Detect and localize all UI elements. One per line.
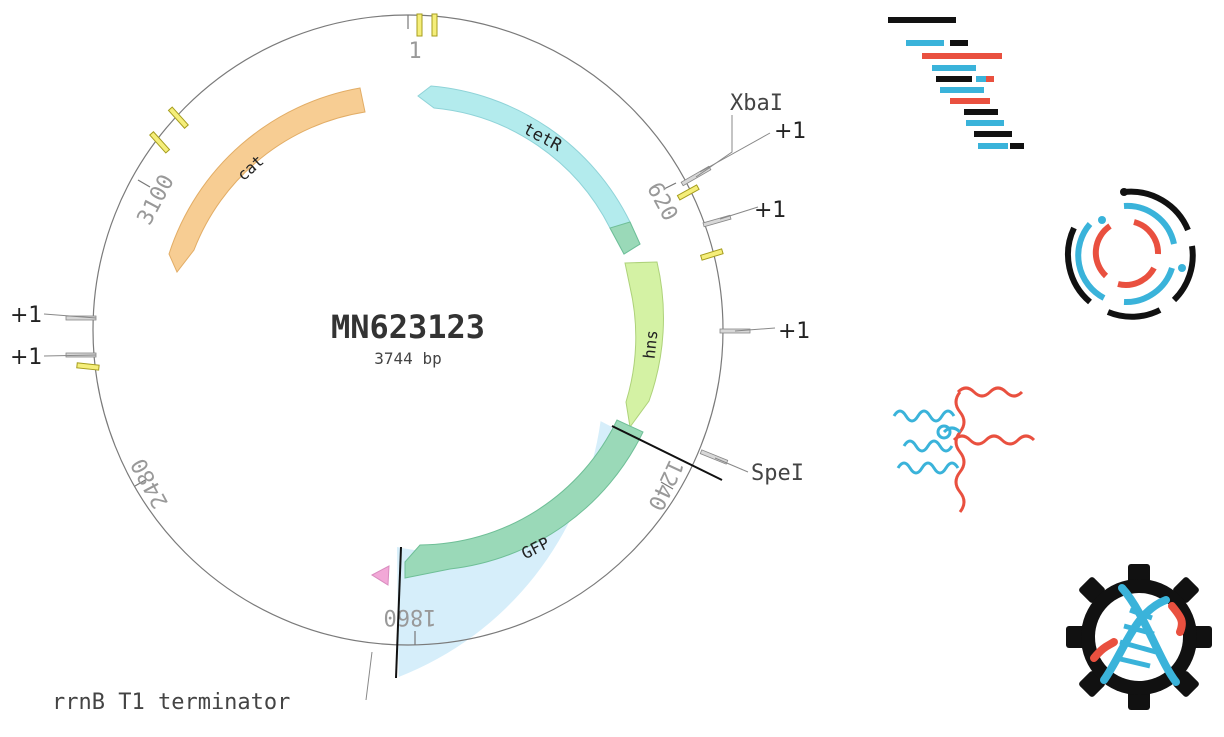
rrnB-terminator-label[interactable]: rrnB T1 terminator [52,690,290,715]
translation-mark: +1 [754,198,786,223]
translation-mark: +1 [10,303,42,328]
tick-label-1240: 1240 [642,455,687,514]
tick-620 [663,182,677,190]
translation-mark: +1 [778,319,810,344]
GFP-feature-arrow[interactable] [404,419,644,579]
primer-marks[interactable] [76,13,724,371]
XbaI-site-label[interactable]: XbaI [730,91,783,116]
primer-mark [149,131,171,154]
leader-lines [43,115,776,701]
tetR-feature-arrow[interactable] [417,85,641,255]
tick-label-3100: 3100 [133,171,180,230]
tick-1240 [660,481,674,490]
primer-mark [416,13,423,37]
primer-mark [76,362,100,371]
hns-feature-arrow[interactable] [624,261,664,429]
tick-label-620: 620 [641,179,682,226]
circular-map-icon[interactable] [1064,184,1204,324]
selection-end-line [395,546,402,679]
plasmid-length: 3744 bp [374,349,441,368]
selection-start-line [611,425,723,481]
tick-2480 [134,478,148,487]
alignment-icon[interactable] [886,14,1028,154]
cat-feature-arrow[interactable] [168,87,366,273]
primer-mark [167,106,189,129]
primer-mark [431,13,438,37]
tetR-overlap-segment [609,221,641,255]
dna-gear-icon[interactable] [1064,562,1214,712]
hns-label: hns [640,329,662,360]
protein-structure-icon[interactable] [884,372,1040,528]
tick-3100 [137,179,151,188]
tick-label-1860: 1860 [384,604,437,629]
SpeI-site-label[interactable]: SpeI [751,461,804,486]
plasmid-name: MN623123 [331,308,485,346]
primer-mark [699,248,724,261]
tick-label-2480: 2480 [127,454,174,513]
translation-mark: +1 [774,119,806,144]
tick-label-1: 1 [408,39,421,64]
primer-mark [676,184,700,201]
translation-mark: +1 [10,345,42,370]
rrnB-terminator-marker[interactable] [370,565,390,586]
